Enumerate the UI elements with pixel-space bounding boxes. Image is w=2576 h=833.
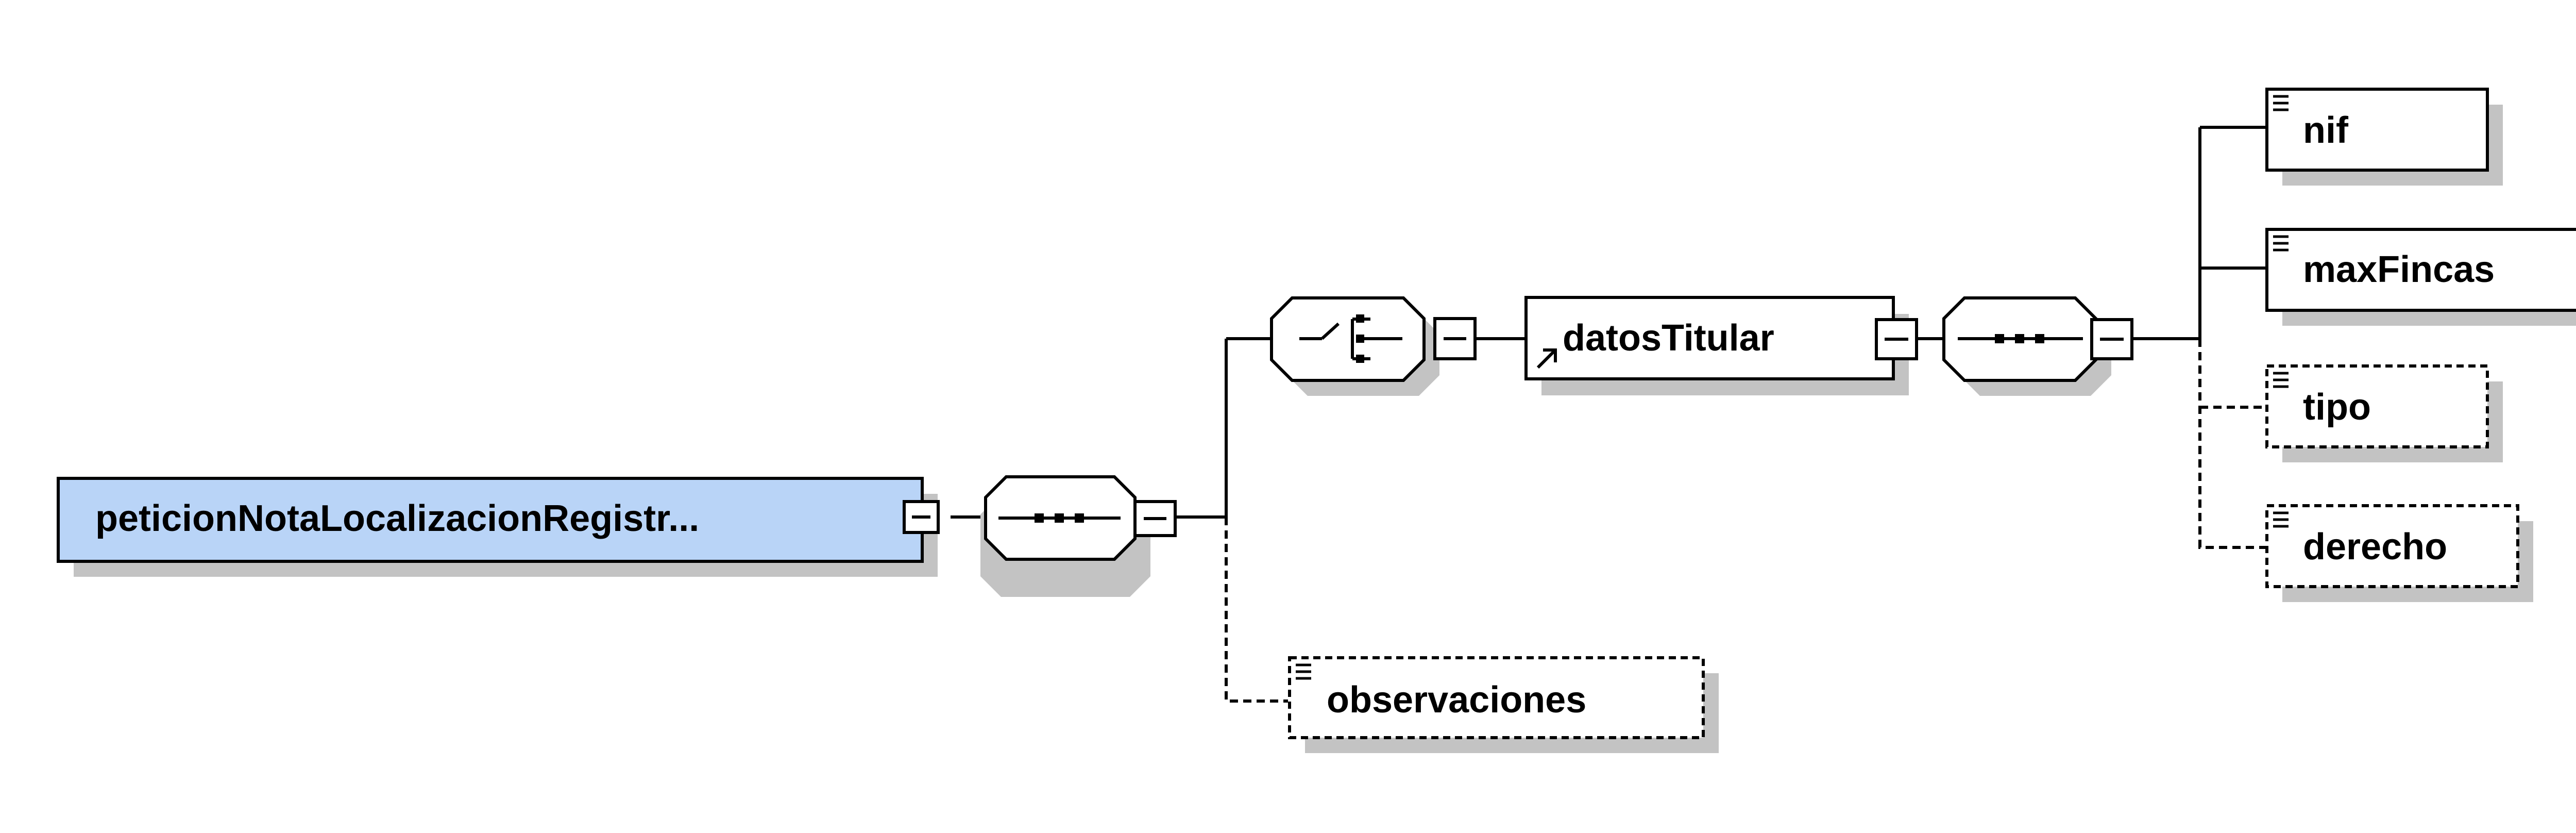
nif-body — [2265, 88, 2489, 172]
connector-trunk-observaciones — [1225, 517, 1288, 703]
reference-arrow-icon — [1536, 348, 1557, 369]
maxfincas-element-box[interactable]: maxFincas — [2265, 228, 2576, 326]
tipo-body — [2265, 364, 2489, 448]
simple-content-icon — [2273, 95, 2289, 111]
simple-content-icon — [1296, 663, 1311, 680]
observaciones-element-box[interactable]: observaciones — [1288, 656, 1719, 753]
datostitular-label: datosTitular — [1563, 318, 1774, 359]
simple-content-icon — [2273, 235, 2289, 252]
simple-content-icon — [2273, 511, 2289, 528]
root-element-body — [57, 477, 924, 563]
maxfincas-body — [2265, 228, 2576, 312]
sequence-compositor-1[interactable] — [980, 475, 1150, 597]
sequence-1-collapse-icon[interactable] — [1133, 500, 1177, 537]
simple-content-icon — [2273, 372, 2289, 388]
sequence-compositor-icon — [998, 513, 1121, 523]
tipo-element-box[interactable]: tipo — [2265, 364, 2503, 462]
observaciones-label: observaciones — [1327, 679, 1586, 721]
tipo-label: tipo — [2303, 387, 2371, 428]
maxfincas-label: maxFincas — [2303, 249, 2495, 290]
connector-trunk2-derecho — [2198, 339, 2266, 549]
nif-label: nif — [2303, 110, 2349, 151]
datostitular-element-box[interactable]: datosTitular — [1524, 296, 1909, 395]
derecho-body — [2265, 504, 2519, 588]
sequence-2-collapse-icon[interactable] — [2090, 318, 2133, 360]
datostitular-body — [1524, 296, 1895, 380]
observaciones-body — [1288, 656, 1705, 739]
root-collapse-icon[interactable] — [903, 500, 940, 534]
datostitular-collapse-icon[interactable] — [1875, 318, 1918, 360]
sequence-compositor-icon — [1958, 334, 2083, 343]
choice-compositor-body — [1270, 296, 1426, 382]
root-element-label: peticionNotaLocalizacionRegistr... — [95, 498, 699, 539]
choice-compositor[interactable] — [1270, 296, 1439, 396]
derecho-label: derecho — [2303, 526, 2447, 568]
sequence-compositor-2[interactable] — [1942, 296, 2111, 396]
choice-collapse-icon[interactable] — [1433, 317, 1477, 360]
root-element-box[interactable]: peticionNotaLocalizacionRegistr... — [57, 477, 938, 577]
connectors — [951, 126, 2266, 703]
nif-element-box[interactable]: nif — [2265, 88, 2503, 186]
derecho-element-box[interactable]: derecho — [2265, 504, 2533, 602]
choice-compositor-icon — [1299, 314, 1402, 363]
